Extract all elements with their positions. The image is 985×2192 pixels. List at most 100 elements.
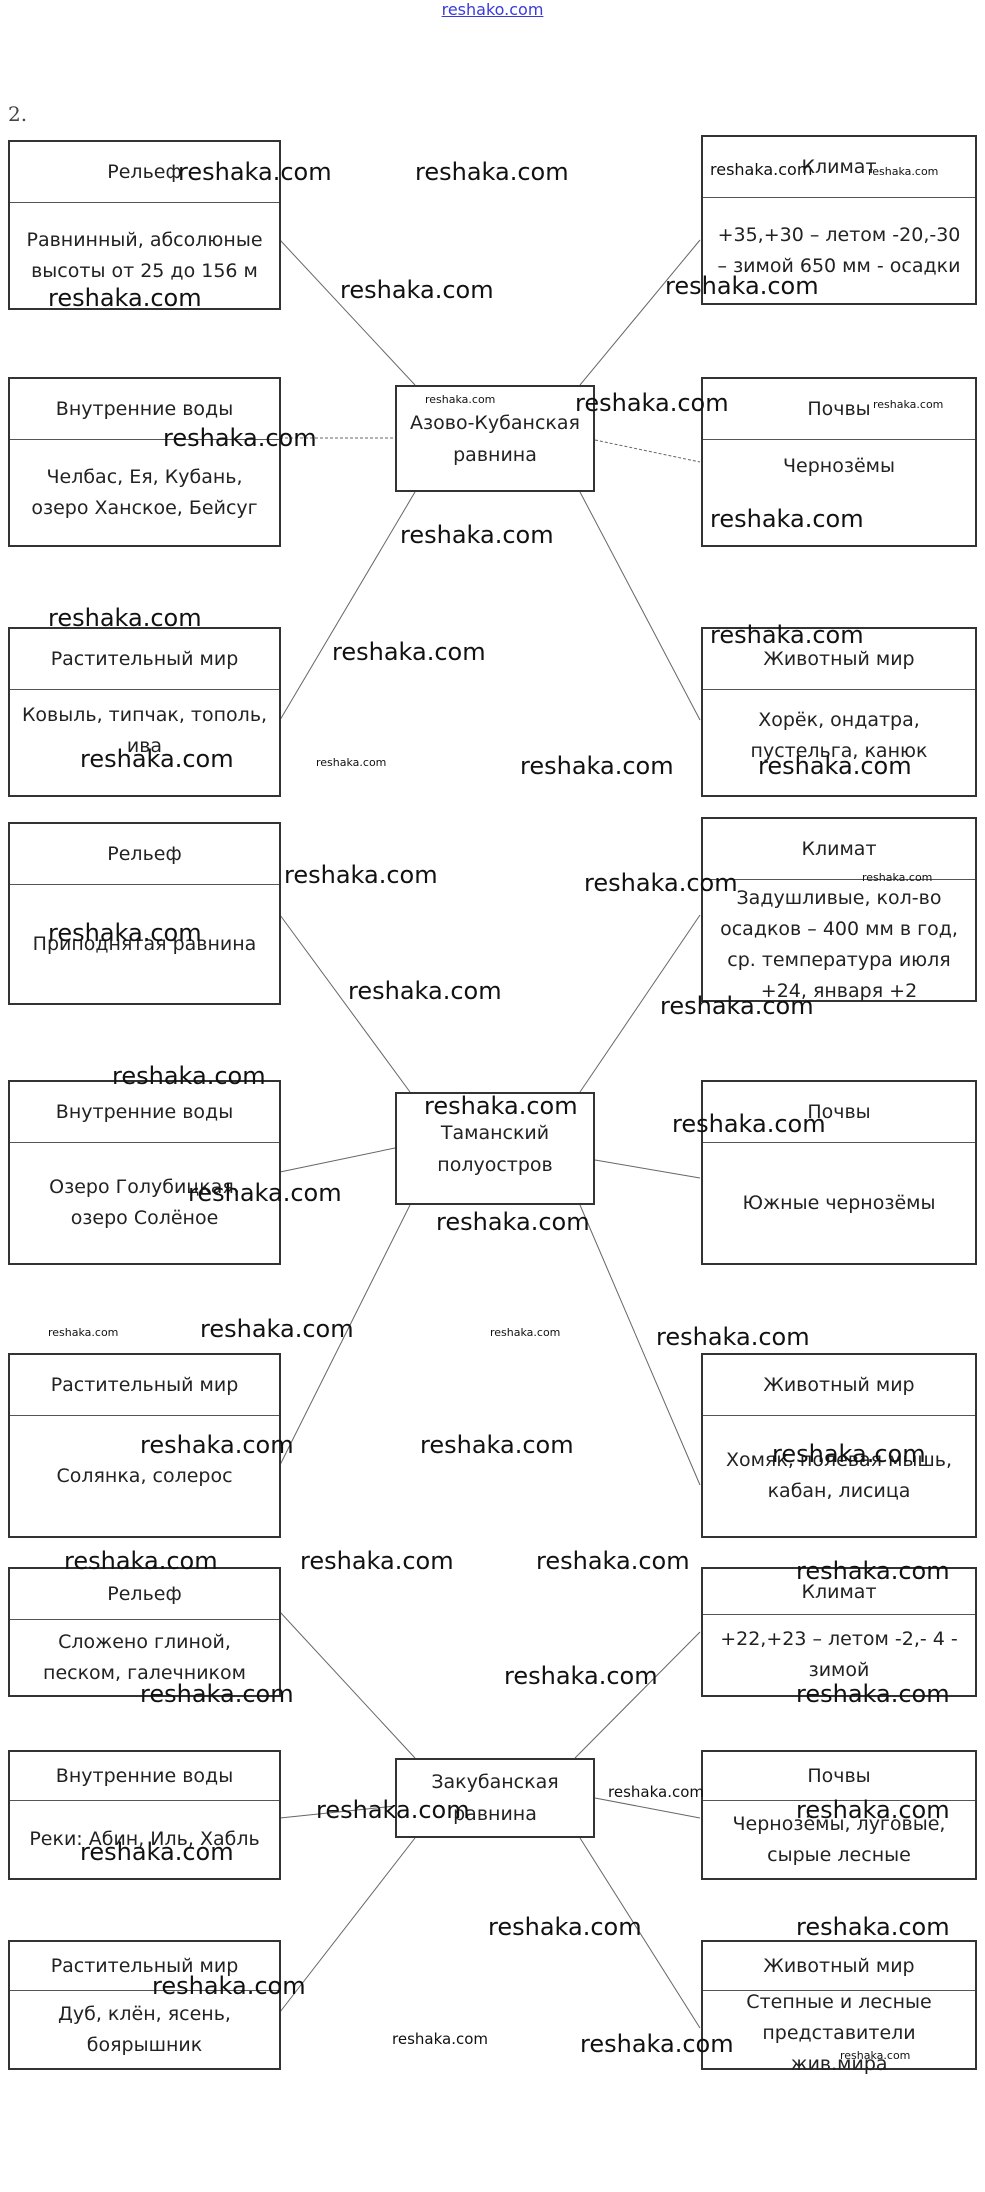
waters-title: Внутренние воды bbox=[10, 1082, 279, 1143]
watermark: reshaka.com bbox=[575, 389, 729, 417]
climate-title: Климат bbox=[703, 819, 975, 880]
region-center-box: Закубанская равнина bbox=[395, 1758, 595, 1838]
task-number: 2. bbox=[8, 102, 28, 126]
watermark: reshaka.com bbox=[400, 521, 554, 549]
connector-line bbox=[594, 1797, 701, 1819]
relief-box: Рельеф Приподнятая равнина bbox=[8, 822, 281, 1005]
climate-title: Климат bbox=[703, 137, 975, 198]
watermark: reshaka.com bbox=[340, 276, 494, 304]
watermark: reshaka.com bbox=[584, 869, 738, 897]
watermark: reshaka.com bbox=[436, 1208, 590, 1236]
fauna-text: Степные и лесные представители жив.мира bbox=[746, 1990, 932, 2075]
connector-line bbox=[279, 1611, 416, 1759]
watermark: reshaka.com bbox=[796, 1557, 950, 1585]
waters-box: Внутренние воды Реки: Абин, Иль, Хабль bbox=[8, 1750, 281, 1880]
watermark: reshaka.com bbox=[536, 1547, 690, 1575]
watermark: reshaka.com bbox=[284, 861, 438, 889]
watermark: reshaka.com bbox=[178, 158, 332, 186]
watermark: reshaka.com bbox=[424, 1092, 578, 1120]
connector-line bbox=[579, 1837, 701, 2029]
connector-line bbox=[279, 914, 411, 1093]
waters-text: Реки: Абин, Иль, Хабль bbox=[29, 1828, 260, 1850]
watermark: reshaka.com bbox=[163, 424, 317, 452]
watermark: reshaka.com bbox=[200, 1315, 354, 1343]
watermark: reshaka.com bbox=[873, 398, 944, 411]
flora-box: Растительный мир Ковыль, типчак, тополь,… bbox=[8, 627, 281, 797]
watermark: reshaka.com bbox=[608, 1783, 704, 1801]
fauna-text: Хорёк, ондатра, пустельга, канюк bbox=[750, 709, 928, 762]
watermark: reshaka.com bbox=[348, 977, 502, 1005]
watermark: reshaka.com bbox=[840, 2049, 911, 2062]
watermark: reshaka.com bbox=[188, 1179, 342, 1207]
fauna-title: Животный мир bbox=[703, 1942, 975, 1991]
watermark: reshaka.com bbox=[710, 505, 864, 533]
connector-line bbox=[579, 914, 701, 1093]
region-center-box: Азово-Кубанская равнина bbox=[395, 385, 595, 492]
waters-title: Внутренние воды bbox=[10, 1752, 279, 1801]
watermark: reshaka.com bbox=[488, 1913, 642, 1941]
watermark: reshaka.com bbox=[660, 992, 814, 1020]
watermark: reshaka.com bbox=[862, 871, 933, 884]
soils-box: Почвы Чернозёмы bbox=[701, 377, 977, 547]
soils-title: Почвы bbox=[703, 379, 975, 440]
connector-line bbox=[279, 1147, 396, 1173]
climate-box: Климат +35,+30 – летом -20,-30 – зимой 6… bbox=[701, 135, 977, 305]
region-name: Закубанская равнина bbox=[431, 1771, 559, 1825]
climate-box: Климат +22,+23 – летом -2,- 4 - зимой bbox=[701, 1567, 977, 1697]
flora-box: Растительный мир Дуб, клён, ясень, бояры… bbox=[8, 1940, 281, 2070]
watermark: reshaka.com bbox=[490, 1326, 561, 1339]
soils-title: Почвы bbox=[703, 1752, 975, 1801]
watermark: reshaka.com bbox=[656, 1323, 810, 1351]
fauna-title: Животный мир bbox=[703, 629, 975, 690]
soils-text: Чернозёмы, луговые, сырые лесные bbox=[732, 1812, 946, 1866]
connector-line bbox=[579, 239, 701, 386]
soils-box: Почвы Южные чернозёмы bbox=[701, 1080, 977, 1265]
watermark: reshaka.com bbox=[665, 272, 819, 300]
watermark: reshaka.com bbox=[64, 1547, 218, 1575]
watermark: reshaka.com bbox=[425, 393, 496, 406]
fauna-box: Животный мир Степные и лесные представит… bbox=[701, 1940, 977, 2075]
climate-text: +35,+30 – летом -20,-30 – зимой 650 мм -… bbox=[717, 223, 961, 277]
watermark: reshaka.com bbox=[420, 1431, 574, 1459]
watermark: reshaka.com bbox=[504, 1662, 658, 1690]
region-center-box: Таманский полуостров bbox=[395, 1092, 595, 1205]
connector-line bbox=[594, 439, 701, 463]
relief-title: Рельеф bbox=[10, 1569, 279, 1620]
watermark: reshaka.com bbox=[48, 919, 202, 947]
connector-line bbox=[279, 491, 416, 721]
watermark: reshaka.com bbox=[796, 1680, 950, 1708]
watermark: reshaka.com bbox=[672, 1110, 826, 1138]
watermark: reshaka.com bbox=[80, 1838, 234, 1866]
site-link[interactable]: reshako.com bbox=[441, 0, 544, 19]
relief-title: Рельеф bbox=[10, 824, 279, 885]
fauna-text: Хомяк, полевая мышь, кабан, лисица bbox=[725, 1449, 953, 1502]
watermark: reshaka.com bbox=[80, 745, 234, 773]
flora-text: Солянка, солерос bbox=[56, 1464, 233, 1487]
connector-line bbox=[279, 239, 416, 386]
soils-title: Почвы bbox=[703, 1082, 975, 1143]
watermark: reshaka.com bbox=[392, 2030, 488, 2048]
climate-title: Климат bbox=[703, 1569, 975, 1615]
fauna-box: Животный мир Хомяк, полевая мышь, кабан,… bbox=[701, 1353, 977, 1538]
watermark: reshaka.com bbox=[48, 604, 202, 632]
connector-line bbox=[594, 1159, 701, 1179]
watermark: reshaka.com bbox=[796, 1913, 950, 1941]
relief-title: Рельеф bbox=[10, 142, 279, 203]
region-name: Азово-Кубанская равнина bbox=[410, 411, 580, 466]
soils-text: Чернозёмы bbox=[783, 454, 895, 477]
watermark: reshaka.com bbox=[580, 2030, 734, 2058]
waters-text: Озеро Голубицкая, озеро Солёное bbox=[49, 1176, 240, 1229]
waters-title: Внутренние воды bbox=[10, 379, 279, 440]
watermark: reshaka.com bbox=[758, 752, 912, 780]
relief-box: Рельеф Равнинный, абсолюные высоты от 25… bbox=[8, 140, 281, 310]
soils-box: Почвы Чернозёмы, луговые, сырые лесные bbox=[701, 1750, 977, 1880]
watermark: reshaka.com bbox=[772, 1440, 926, 1468]
flora-title: Растительный мир bbox=[10, 1355, 279, 1416]
flora-box: Растительный мир Солянка, солерос bbox=[8, 1353, 281, 1538]
waters-text: Челбас, Ея, Кубань, озеро Ханское, Бейсу… bbox=[31, 465, 258, 519]
watermark: reshaka.com bbox=[48, 1326, 119, 1339]
waters-box: Внутренние воды Челбас, Ея, Кубань, озер… bbox=[8, 377, 281, 547]
flora-text: Дуб, клён, ясень, боярышник bbox=[58, 2002, 231, 2056]
relief-text: Приподнятая равнина bbox=[32, 932, 257, 955]
